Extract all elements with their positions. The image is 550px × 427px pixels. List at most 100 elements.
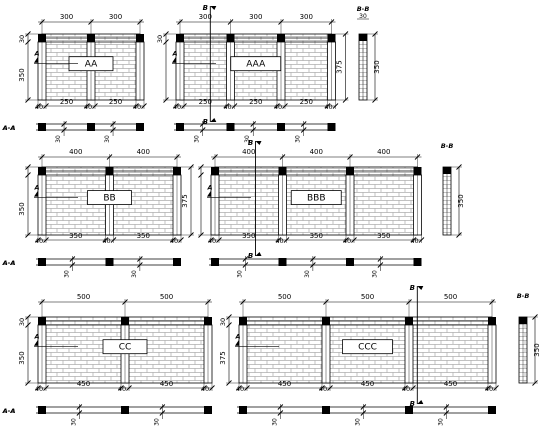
section-a-arrow xyxy=(172,56,176,63)
post-width-dimension: 40 xyxy=(84,103,92,111)
top-dimension-value: 300 xyxy=(109,13,122,21)
bay-dimension: 350 xyxy=(242,232,255,240)
plan-post xyxy=(413,258,422,266)
bay-dimension: 350 xyxy=(377,232,390,240)
top-dimension-value: 400 xyxy=(377,148,390,156)
plan-post xyxy=(38,406,46,414)
bay-dimension: 250 xyxy=(300,98,313,106)
dimension-tick xyxy=(250,127,257,133)
section-a-arrow xyxy=(235,339,239,346)
section-b-arrow xyxy=(210,6,217,10)
column-cap xyxy=(121,317,129,325)
post-width-dimension: 40 xyxy=(275,237,283,245)
post-width-dimension: 40 xyxy=(223,103,231,111)
top-dimension-value: 300 xyxy=(199,13,212,21)
plan-thickness-dimension: 30 xyxy=(295,135,302,143)
panel-label-box xyxy=(87,190,132,206)
dimension-tick xyxy=(110,121,116,127)
post-width-dimension: 40 xyxy=(485,385,493,393)
plan-post xyxy=(105,258,114,266)
bay-dimension: 350 xyxy=(69,232,82,240)
section-a-arrow xyxy=(34,190,38,197)
bay-dimension: 250 xyxy=(109,98,122,106)
column-cap xyxy=(327,34,336,42)
left-top-dimension: 30 xyxy=(18,35,26,43)
plan-post xyxy=(87,123,95,131)
plan-thickness-dimension: 30 xyxy=(437,418,444,426)
section-b-arrow xyxy=(417,286,424,290)
panel-label-box xyxy=(230,56,282,72)
dimension-tick xyxy=(443,410,450,416)
panel-label: BBB xyxy=(307,194,326,204)
post-width-dimension: 40 xyxy=(201,385,209,393)
plan-post xyxy=(226,123,235,131)
column-cap xyxy=(488,317,496,325)
section-b-label: B xyxy=(410,400,415,408)
post-width-dimension: 40 xyxy=(133,103,141,111)
column-cap xyxy=(136,34,144,42)
dimension-tick xyxy=(310,262,316,268)
column-cap xyxy=(413,167,422,175)
section-aa-label: A-A xyxy=(2,124,16,132)
section-a-arrow xyxy=(34,56,38,63)
dimension-tick xyxy=(25,172,31,178)
post-width-dimension: 40 xyxy=(102,237,110,245)
section-b-label: B xyxy=(248,139,253,147)
dimension-tick xyxy=(110,127,116,133)
bay-dimension: 250 xyxy=(60,98,73,106)
panel-label: CCC xyxy=(358,343,377,353)
right-height-dimension: 375 xyxy=(181,194,189,207)
panel-label-box xyxy=(290,190,342,206)
dimension-tick xyxy=(61,127,67,133)
left-height-dimension: 375 xyxy=(219,351,227,364)
top-dimension-value: 500 xyxy=(278,293,291,301)
plan-post xyxy=(38,258,46,266)
post-width-dimension: 40 xyxy=(118,385,126,393)
plan-post xyxy=(211,258,219,266)
plan-post xyxy=(176,123,184,131)
dimension-tick xyxy=(199,121,206,127)
post-width-dimension: 40 xyxy=(173,103,181,111)
column-cap xyxy=(277,34,285,42)
left-top-dimension: 30 xyxy=(156,35,164,43)
plan-post xyxy=(204,406,212,414)
dimension-tick xyxy=(25,39,31,45)
dimension-tick xyxy=(277,410,284,416)
dimension-tick xyxy=(310,256,316,262)
section-a-label: A xyxy=(234,333,240,341)
section-b-arrow xyxy=(210,118,217,122)
post-width-dimension: 40 xyxy=(410,237,418,245)
panel-label-box xyxy=(102,339,148,355)
post-width-dimension: 40 xyxy=(35,385,43,393)
column-cap xyxy=(173,167,181,175)
section-b-label: B xyxy=(248,252,253,260)
section-bb-label: B-B xyxy=(517,292,530,300)
bay-dimension: 450 xyxy=(361,380,374,388)
section-b-arrow xyxy=(255,252,262,256)
plan-thickness-dimension: 30 xyxy=(371,270,378,278)
plan-post xyxy=(346,258,354,266)
left-top-dimension: 30 xyxy=(18,318,26,326)
bay-dimension: 450 xyxy=(444,380,457,388)
section-bb-label: B-B xyxy=(357,5,370,13)
top-dimension-value: 500 xyxy=(444,293,457,301)
dimension-tick xyxy=(137,256,143,262)
bay-dimension: 250 xyxy=(199,98,212,106)
section-aa-label: A-A xyxy=(2,407,16,415)
dimension-tick xyxy=(360,404,367,410)
dimension-tick xyxy=(159,404,166,410)
column-cap xyxy=(239,317,247,325)
dimension-tick xyxy=(300,121,307,127)
plan-thickness-dimension: 30 xyxy=(236,270,243,278)
top-dimension-value: 500 xyxy=(361,293,374,301)
plan-post xyxy=(327,123,336,131)
column-cap xyxy=(38,34,46,42)
dimension-tick xyxy=(69,256,76,262)
plan-thickness-dimension: 30 xyxy=(55,135,62,143)
